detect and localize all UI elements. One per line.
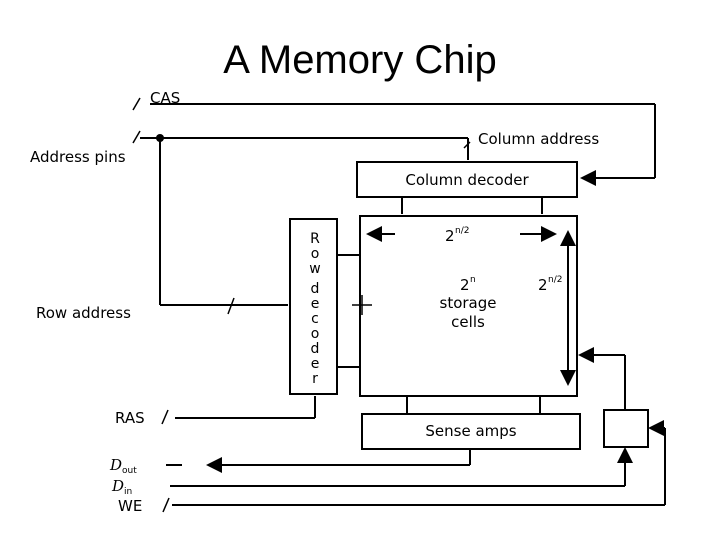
address-slash bbox=[132, 130, 141, 144]
row-decoder-letter: e bbox=[311, 356, 320, 372]
row-decoder-letter: d bbox=[311, 281, 320, 297]
row-decoder-letter: R bbox=[310, 231, 320, 247]
storage-label-line2: cells bbox=[451, 313, 485, 331]
storage-array-box bbox=[359, 215, 578, 397]
row-decoder-letter: w bbox=[309, 261, 320, 277]
row-decoder-letter: o bbox=[311, 326, 320, 342]
dout-label: D bbox=[109, 456, 122, 474]
column-decoder-label: Column decoder bbox=[405, 171, 529, 189]
row-decoder-letter: d bbox=[311, 341, 320, 357]
width-label-base: 2 bbox=[445, 227, 455, 245]
row-address-slash bbox=[227, 297, 235, 315]
we-label: WE bbox=[118, 497, 142, 515]
slide-title: A Memory Chip bbox=[223, 38, 497, 82]
row-decoder-box bbox=[289, 218, 338, 395]
width-label-exp: n/2 bbox=[455, 226, 469, 236]
storage-label-base: 2 bbox=[460, 276, 470, 294]
row-decoder-letter: r bbox=[312, 371, 318, 387]
row-address-label: Row address bbox=[36, 304, 131, 322]
din-label: D bbox=[111, 477, 124, 495]
column-decoder-box bbox=[356, 161, 578, 198]
din-subscript: in bbox=[124, 487, 132, 497]
row-decoder-label: R o w d e c o d e r bbox=[309, 231, 320, 387]
sense-amps-label: Sense amps bbox=[425, 422, 516, 440]
storage-label-line1: storage bbox=[440, 294, 497, 312]
ras-slash bbox=[161, 409, 169, 425]
height-label-exp: n/2 bbox=[548, 275, 562, 285]
row-decoder-letter: e bbox=[311, 296, 320, 312]
height-label-base: 2 bbox=[538, 276, 548, 294]
storage-label-exp: n bbox=[470, 275, 476, 285]
column-address-label: Column address bbox=[478, 130, 599, 148]
row-decoder-letter: o bbox=[311, 246, 320, 262]
ras-label: RAS bbox=[115, 409, 145, 427]
control-box bbox=[603, 409, 649, 448]
row-decoder-letter: c bbox=[311, 311, 319, 327]
address-pins-label: Address pins bbox=[30, 148, 126, 166]
dout-subscript: out bbox=[122, 466, 137, 476]
column-address-slash bbox=[463, 141, 471, 149]
cas-slash bbox=[132, 97, 141, 111]
bus-junction-dot bbox=[156, 134, 164, 142]
we-slash bbox=[162, 497, 170, 513]
cas-label: CAS bbox=[150, 89, 180, 107]
